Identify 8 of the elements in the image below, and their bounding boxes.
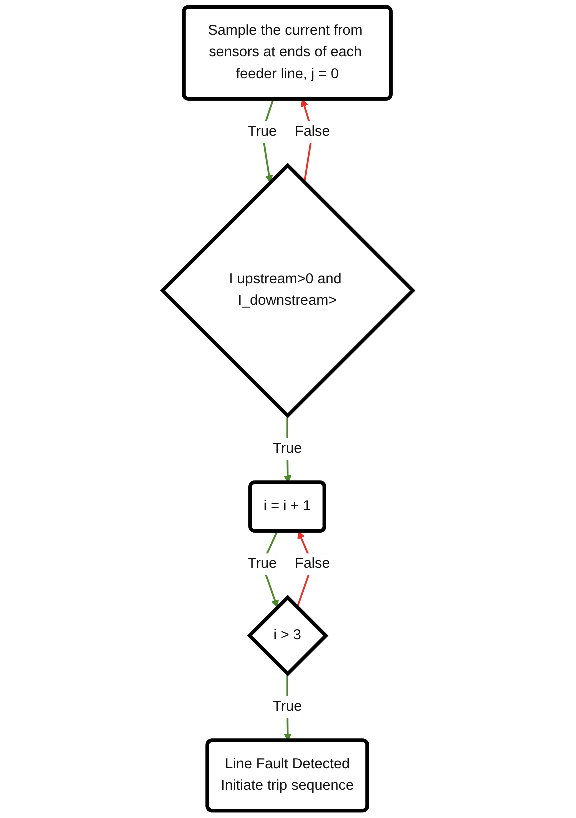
node-diamond: i > 3	[247, 595, 329, 677]
edge-label: False	[295, 556, 330, 572]
edge-label: True	[273, 699, 302, 714]
edge-label: True	[248, 556, 278, 572]
edge-label: False	[295, 124, 330, 140]
edge-label: True	[248, 124, 278, 140]
node-diamond: I upstream>0 and I_downstream>	[160, 163, 416, 418]
edge-label: True	[273, 441, 302, 456]
